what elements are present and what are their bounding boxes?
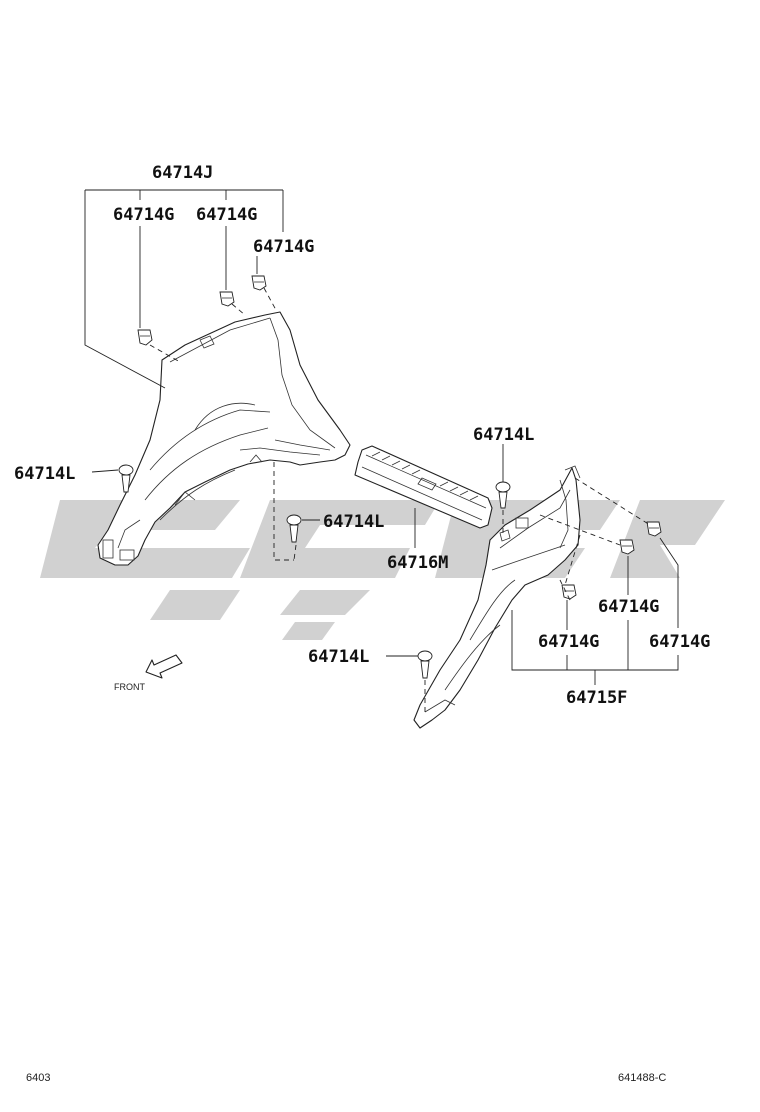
label-64714l-mid: 64714L xyxy=(323,512,384,532)
drawing-code: 641488-C xyxy=(618,1072,666,1084)
leader-lines xyxy=(84,189,679,685)
clip-64714l-right-bottom xyxy=(417,650,433,679)
clip-64714g-a xyxy=(137,329,153,346)
rear-sill-plate xyxy=(354,445,493,529)
label-64714g-2: 64714G xyxy=(196,205,257,225)
clip-64714g-c xyxy=(251,275,267,291)
left-quarter-trim xyxy=(97,311,351,566)
label-64714l-right-bottom: 64714L xyxy=(308,647,369,667)
label-64714g-1: 64714G xyxy=(113,205,174,225)
label-64714g-r-lower-left: 64714G xyxy=(538,632,599,652)
clip-64714g-b xyxy=(219,291,235,307)
front-direction-arrow: FRONT xyxy=(114,654,183,692)
label-64714l-left: 64714L xyxy=(14,464,75,484)
sill-plate-ribs xyxy=(371,451,479,501)
label-64714g-3: 64714G xyxy=(253,237,314,257)
label-64714l-right-top: 64714L xyxy=(473,425,534,445)
label-64715f: 64715F xyxy=(566,688,627,708)
clip-64714g-r1 xyxy=(561,584,577,600)
clip-64714g-r2 xyxy=(619,539,635,555)
clip-64714l-mid xyxy=(286,514,302,543)
clip-64714l-left xyxy=(118,464,134,493)
label-64714g-r-lower-right: 64714G xyxy=(649,632,710,652)
part-labels: 64714J 64714G 64714G 64714G 64714L 64714… xyxy=(14,163,710,708)
right-quarter-trim xyxy=(413,465,581,729)
assembly-lines xyxy=(149,287,651,712)
label-64714g-r-upper: 64714G xyxy=(598,597,659,617)
clip-64714g-r3 xyxy=(646,521,662,537)
label-64714j: 64714J xyxy=(152,163,213,183)
page-code: 6403 xyxy=(26,1072,50,1084)
footer: 6403 641488-C xyxy=(26,1072,666,1084)
label-64716m: 64716M xyxy=(387,553,448,573)
front-label: FRONT xyxy=(114,682,145,692)
